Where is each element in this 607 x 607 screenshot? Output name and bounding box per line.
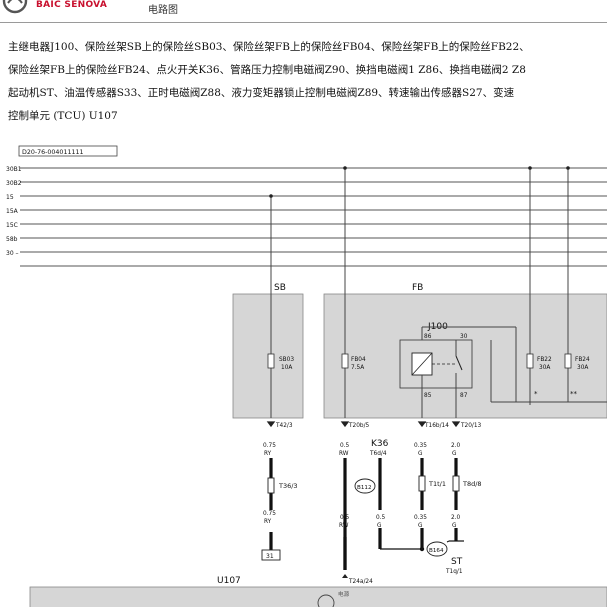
b164-junction-icon [426, 541, 448, 557]
description-line-1: 主继电器J100、保险丝架SB上的保险丝SB03、保险丝架FB上的保险丝FB04… [8, 41, 530, 53]
bus-label-30b1: 30B1 [6, 166, 22, 173]
baic-logo-icon [2, 0, 28, 14]
sb-wire-bottom-size: 0.75 [263, 511, 276, 517]
u107-connector: T24a/24 [348, 579, 373, 585]
k36-connector: T6d/4 [369, 451, 387, 457]
fb04-fuse-icon [341, 353, 349, 369]
w4-size: 0.5 [340, 515, 350, 521]
description-line-2: 保险丝架FB上的保险丝FB24、点火开关K36、管路压力控制电磁阀Z90、换挡电… [8, 64, 526, 76]
fb-title: FB [412, 283, 423, 293]
ground-31-box [261, 549, 281, 561]
mark-double: ** [570, 390, 578, 398]
fb04-rating: 7.5A [351, 365, 364, 371]
w4-color: RW [339, 523, 349, 529]
w3-color: G [452, 451, 457, 457]
b112-junction-icon [354, 478, 376, 494]
u107-power-symbol-icon [317, 594, 335, 607]
starter-id: ST [451, 557, 463, 567]
connector-t42-3: T42/3 [275, 423, 293, 429]
w7-size: 2.0 [451, 515, 461, 521]
w6-size: 0.35 [414, 515, 427, 521]
wiring-diagram: D20-76-004011111 30B1 30B2 15 15A 15C 58… [6, 145, 607, 607]
t1t-1-terminal-icon [418, 475, 426, 492]
t1t-1-label: T1t/1 [428, 480, 446, 488]
t36-3-label: T36/3 [278, 482, 298, 490]
sb-title: SB [274, 283, 286, 293]
w1-color: RW [339, 451, 349, 457]
w6-color: G [418, 523, 423, 529]
w5-size: 0.5 [376, 515, 386, 521]
relay-pin-85: 85 [424, 393, 432, 399]
sb-wire-top-color: RY [264, 451, 272, 457]
sb03-rating: 10A [281, 365, 292, 371]
description-line-3: 起动机ST、油温传感器S33、正时电磁阀Z88、液力变矩器锁止控制电磁阀Z89、… [8, 87, 515, 99]
b112-label: B112 [357, 485, 372, 491]
t36-3-terminal-icon [267, 477, 275, 494]
starter-connector: T1q/1 [445, 569, 463, 575]
w3-size: 2.0 [451, 443, 461, 449]
sb-wire-top-size: 0.75 [263, 443, 276, 449]
fb22-rating: 30A [539, 365, 550, 371]
relay-pin-30: 30 [460, 334, 468, 340]
bus-label-15c: 15C [6, 222, 18, 229]
bus-label-30b2: 30B2 [6, 180, 22, 187]
fb22-fuse-icon [526, 353, 534, 369]
k36-id: K36 [371, 439, 389, 449]
u107-power-note: 电源 [338, 590, 350, 598]
w7-color: G [452, 523, 457, 529]
w2-color: G [418, 451, 423, 457]
sb03-fuse-icon [267, 353, 275, 369]
power-bus [20, 167, 607, 267]
sb-wire-bottom-color: RY [264, 519, 272, 525]
relay-pin-87: 87 [460, 393, 468, 399]
sb03-id: SB03 [279, 357, 294, 363]
bus-label-30: 30 – [6, 250, 19, 257]
connector-t16b-14: T16b/14 [424, 423, 449, 429]
section-title: 电路图 [148, 5, 178, 16]
component-description: 主继电器J100、保险丝架SB上的保险丝SB03、保险丝架FB上的保险丝FB04… [8, 36, 607, 128]
bus-label-15: 15 [6, 194, 14, 201]
fb24-id: FB24 [575, 357, 590, 363]
bus-label-15a: 15A [6, 208, 19, 215]
connector-t20b-5: T20b/5 [348, 423, 370, 429]
w5-color: G [377, 523, 382, 529]
j100-relay-box [399, 339, 473, 389]
brand-name: BAIC SENOVA [36, 0, 108, 10]
fb22-id: FB22 [537, 357, 552, 363]
ground-31-label: 31 [266, 553, 274, 560]
diagram-code: D20-76-004011111 [22, 149, 83, 156]
fb24-rating: 30A [577, 365, 588, 371]
w1-size: 0.5 [340, 443, 350, 449]
bus-label-58b: 58b [6, 236, 18, 243]
header: BAIC SENOVA 电路图 [0, 0, 607, 23]
fb24-fuse-icon [564, 353, 572, 369]
description-line-4: 控制单元 (TCU) U107 [8, 110, 118, 122]
fb04-id: FB04 [351, 357, 366, 363]
connector-t20-13: T20/13 [460, 423, 482, 429]
t8d-8-label: T8d/8 [462, 480, 482, 488]
u107-id: U107 [217, 576, 241, 586]
w2-size: 0.35 [414, 443, 427, 449]
relay-pin-86: 86 [424, 334, 432, 340]
u107-control-unit-box [29, 586, 607, 607]
mark-single: * [534, 390, 538, 398]
fb-fuse-box [323, 293, 607, 419]
b164-label: B164 [429, 548, 444, 554]
t8d-8-terminal-icon [452, 475, 460, 492]
